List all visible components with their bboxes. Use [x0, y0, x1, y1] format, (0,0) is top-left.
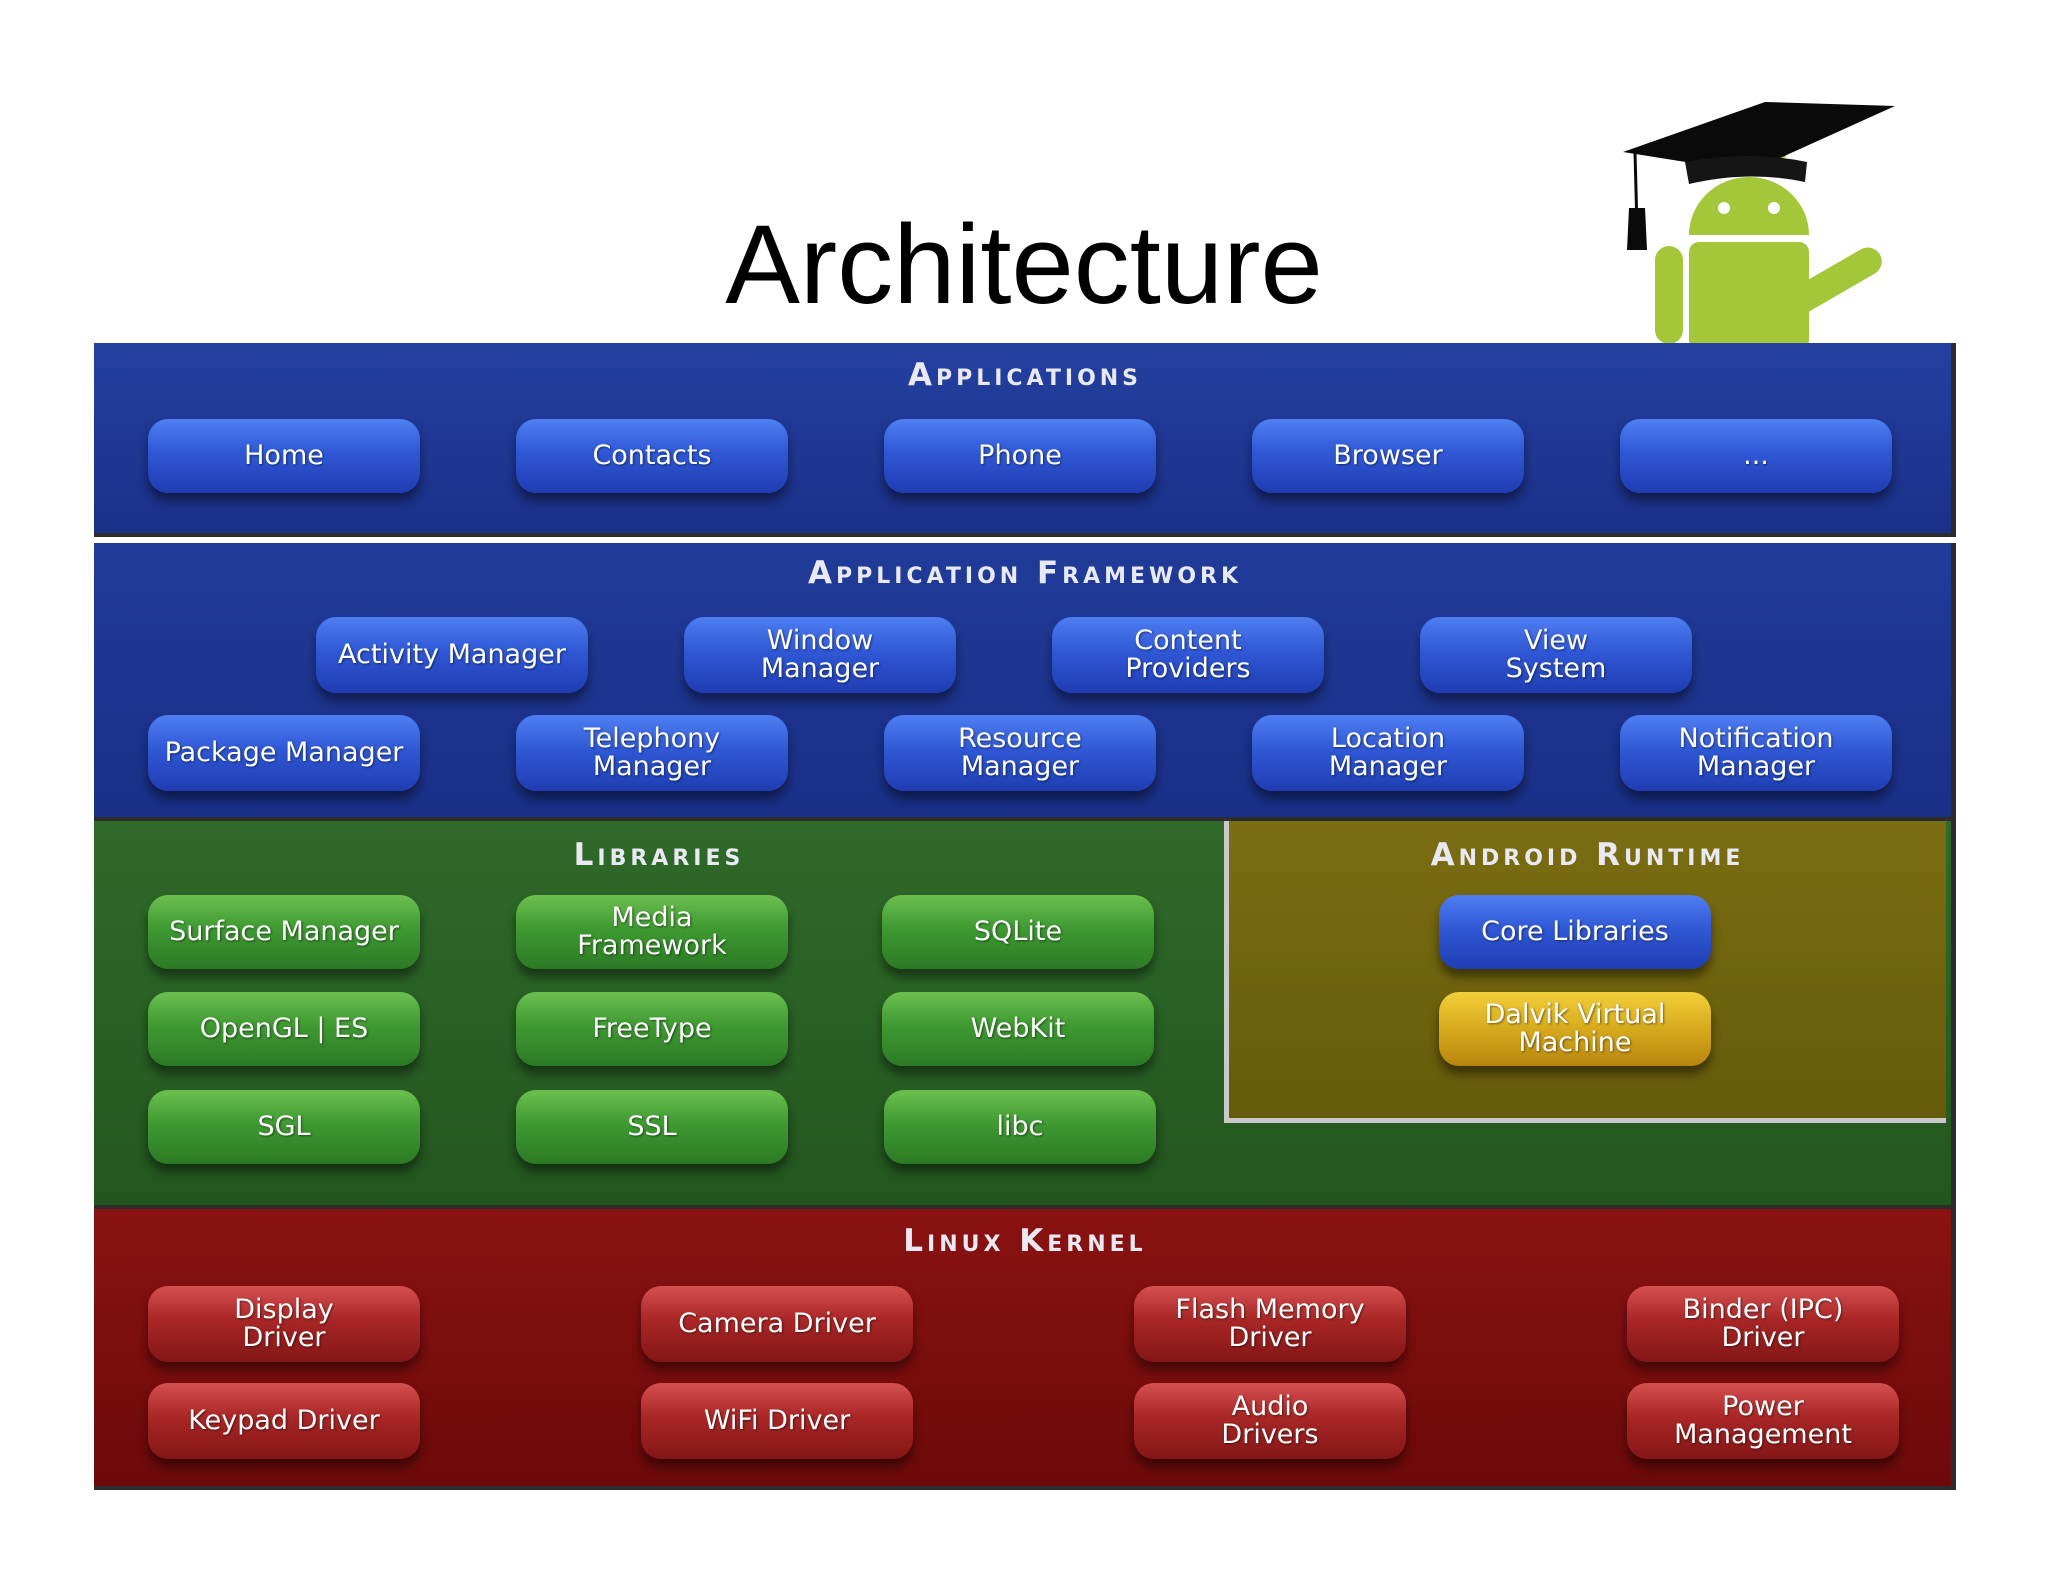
android-graduate-icon	[1623, 102, 1895, 350]
application-framework-layer: Application Framework Activity Manager W…	[94, 543, 1956, 821]
android-runtime-layer: Android Runtime Core Libraries Dalvik Vi…	[1224, 821, 1946, 1123]
location-manager: Location Manager	[1252, 715, 1524, 791]
package-manager: Package Manager	[148, 715, 420, 791]
android-runtime-title: Android Runtime	[1430, 837, 1745, 873]
freetype: FreeType	[516, 992, 788, 1066]
framework-layer-title: Application Framework	[807, 555, 1243, 591]
activity-manager: Activity Manager	[316, 617, 588, 693]
app-home: Home	[148, 419, 420, 493]
core-libraries: Core Libraries	[1439, 895, 1711, 969]
applications-layer: Applications Home Contacts Phone Browser…	[94, 343, 1956, 537]
opengl-es: OpenGL | ES	[148, 992, 420, 1066]
app-contacts: Contacts	[516, 419, 788, 493]
applications-layer-title: Applications	[907, 357, 1143, 393]
power-management: Power Management	[1627, 1383, 1899, 1459]
linux-kernel-title: Linux Kernel	[903, 1223, 1147, 1259]
sgl: SGL	[148, 1090, 420, 1164]
libraries-layer-title: Libraries	[573, 837, 745, 873]
view-system: View System	[1420, 617, 1692, 693]
libc: libc	[884, 1090, 1156, 1164]
webkit: WebKit	[882, 992, 1154, 1066]
ssl: SSL	[516, 1090, 788, 1164]
telephony-manager: Telephony Manager	[516, 715, 788, 791]
app-phone: Phone	[884, 419, 1156, 493]
audio-drivers: Audio Drivers	[1134, 1383, 1406, 1459]
linux-kernel-layer: Linux Kernel Display Driver Camera Drive…	[94, 1209, 1956, 1490]
sqlite: SQLite	[882, 895, 1154, 969]
notification-manager: Notification Manager	[1620, 715, 1892, 791]
display-driver: Display Driver	[148, 1286, 420, 1362]
resource-manager: Resource Manager	[884, 715, 1156, 791]
app-more: ...	[1620, 419, 1892, 493]
binder-ipc-driver: Binder (IPC) Driver	[1627, 1286, 1899, 1362]
dalvik-virtual-machine: Dalvik Virtual Machine	[1439, 992, 1711, 1066]
wifi-driver: WiFi Driver	[641, 1383, 913, 1459]
media-framework: Media Framework	[516, 895, 788, 969]
keypad-driver: Keypad Driver	[148, 1383, 420, 1459]
surface-manager: Surface Manager	[148, 895, 420, 969]
app-browser: Browser	[1252, 419, 1524, 493]
content-providers: Content Providers	[1052, 617, 1324, 693]
window-manager: Window Manager	[684, 617, 956, 693]
slide-title: Architecture	[725, 202, 1323, 327]
camera-driver: Camera Driver	[641, 1286, 913, 1362]
flash-memory-driver: Flash Memory Driver	[1134, 1286, 1406, 1362]
